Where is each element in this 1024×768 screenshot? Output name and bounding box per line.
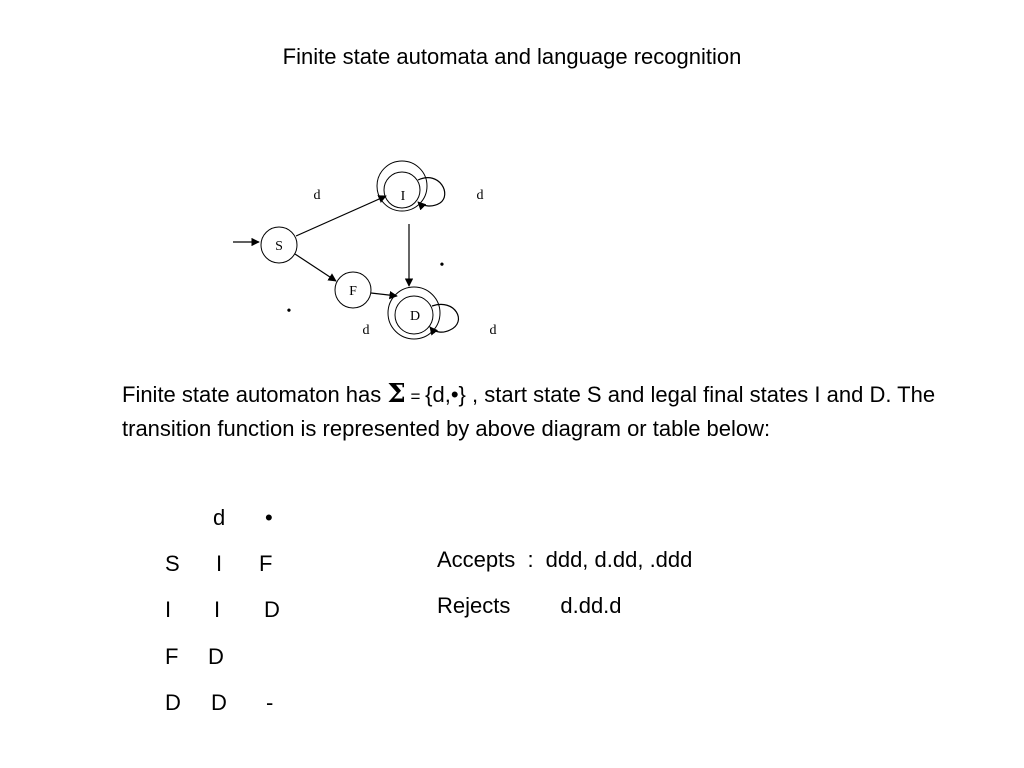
table-row-0-dot: F [259, 551, 273, 576]
label-i-loop: d [477, 188, 484, 203]
table-row-3-state: D [165, 690, 181, 715]
rejects-line: Rejects d.dd.d [437, 593, 622, 619]
rejects-value: d.dd.d [560, 593, 622, 618]
state-s-label: S [275, 239, 283, 254]
description: Finite state automaton has Σ = {d,•} , s… [122, 378, 942, 445]
table-row-3-d: D [211, 690, 227, 715]
table-row-1-state: I [165, 597, 172, 622]
page-title: Finite state automata and language recog… [282, 44, 742, 69]
state-d-label: D [410, 309, 420, 324]
edge-s-to-i [295, 195, 387, 237]
loop-i [417, 177, 446, 211]
description-prefix: Finite state automaton has [122, 382, 388, 407]
state-i: I [376, 160, 428, 212]
rejects-label: Rejects [437, 593, 511, 618]
state-i-label: I [401, 189, 406, 204]
table-row-3-dot: - [266, 690, 274, 715]
table-row-1-dot: D [264, 597, 280, 622]
table-header-d: d [213, 505, 226, 530]
table-row-2-d: D [208, 644, 224, 669]
label-s-to-i: d [314, 188, 321, 203]
label-f-to-d: d [363, 323, 370, 338]
table-row-0-d: I [216, 551, 223, 576]
edge-f-to-d [370, 290, 398, 300]
accepts-label: Accepts : [437, 547, 534, 572]
loop-d [429, 303, 460, 336]
table-header-dot: • [265, 505, 273, 530]
table-row-2-state: F [165, 644, 179, 669]
accepts-value: ddd, d.dd, .ddd [545, 547, 693, 572]
table-row-1-d: I [214, 597, 221, 622]
sigma-symbol: Σ [387, 379, 406, 409]
state-f: F [334, 271, 372, 309]
label-d-loop: d [490, 323, 497, 338]
description-rest: {d,•} , start state S and legal final st… [122, 382, 936, 441]
accepts-line: Accepts : ddd, d.dd, .ddd [437, 547, 692, 573]
label-s-to-f: • [287, 304, 292, 319]
state-f-label: F [349, 284, 357, 299]
state-d: D [387, 286, 441, 340]
label-i-to-d: • [440, 258, 445, 273]
alphabet-equals: = [405, 387, 426, 406]
state-s: S [260, 226, 298, 264]
table-row-0-state: S [165, 551, 180, 576]
edge-s-to-f [294, 253, 337, 282]
